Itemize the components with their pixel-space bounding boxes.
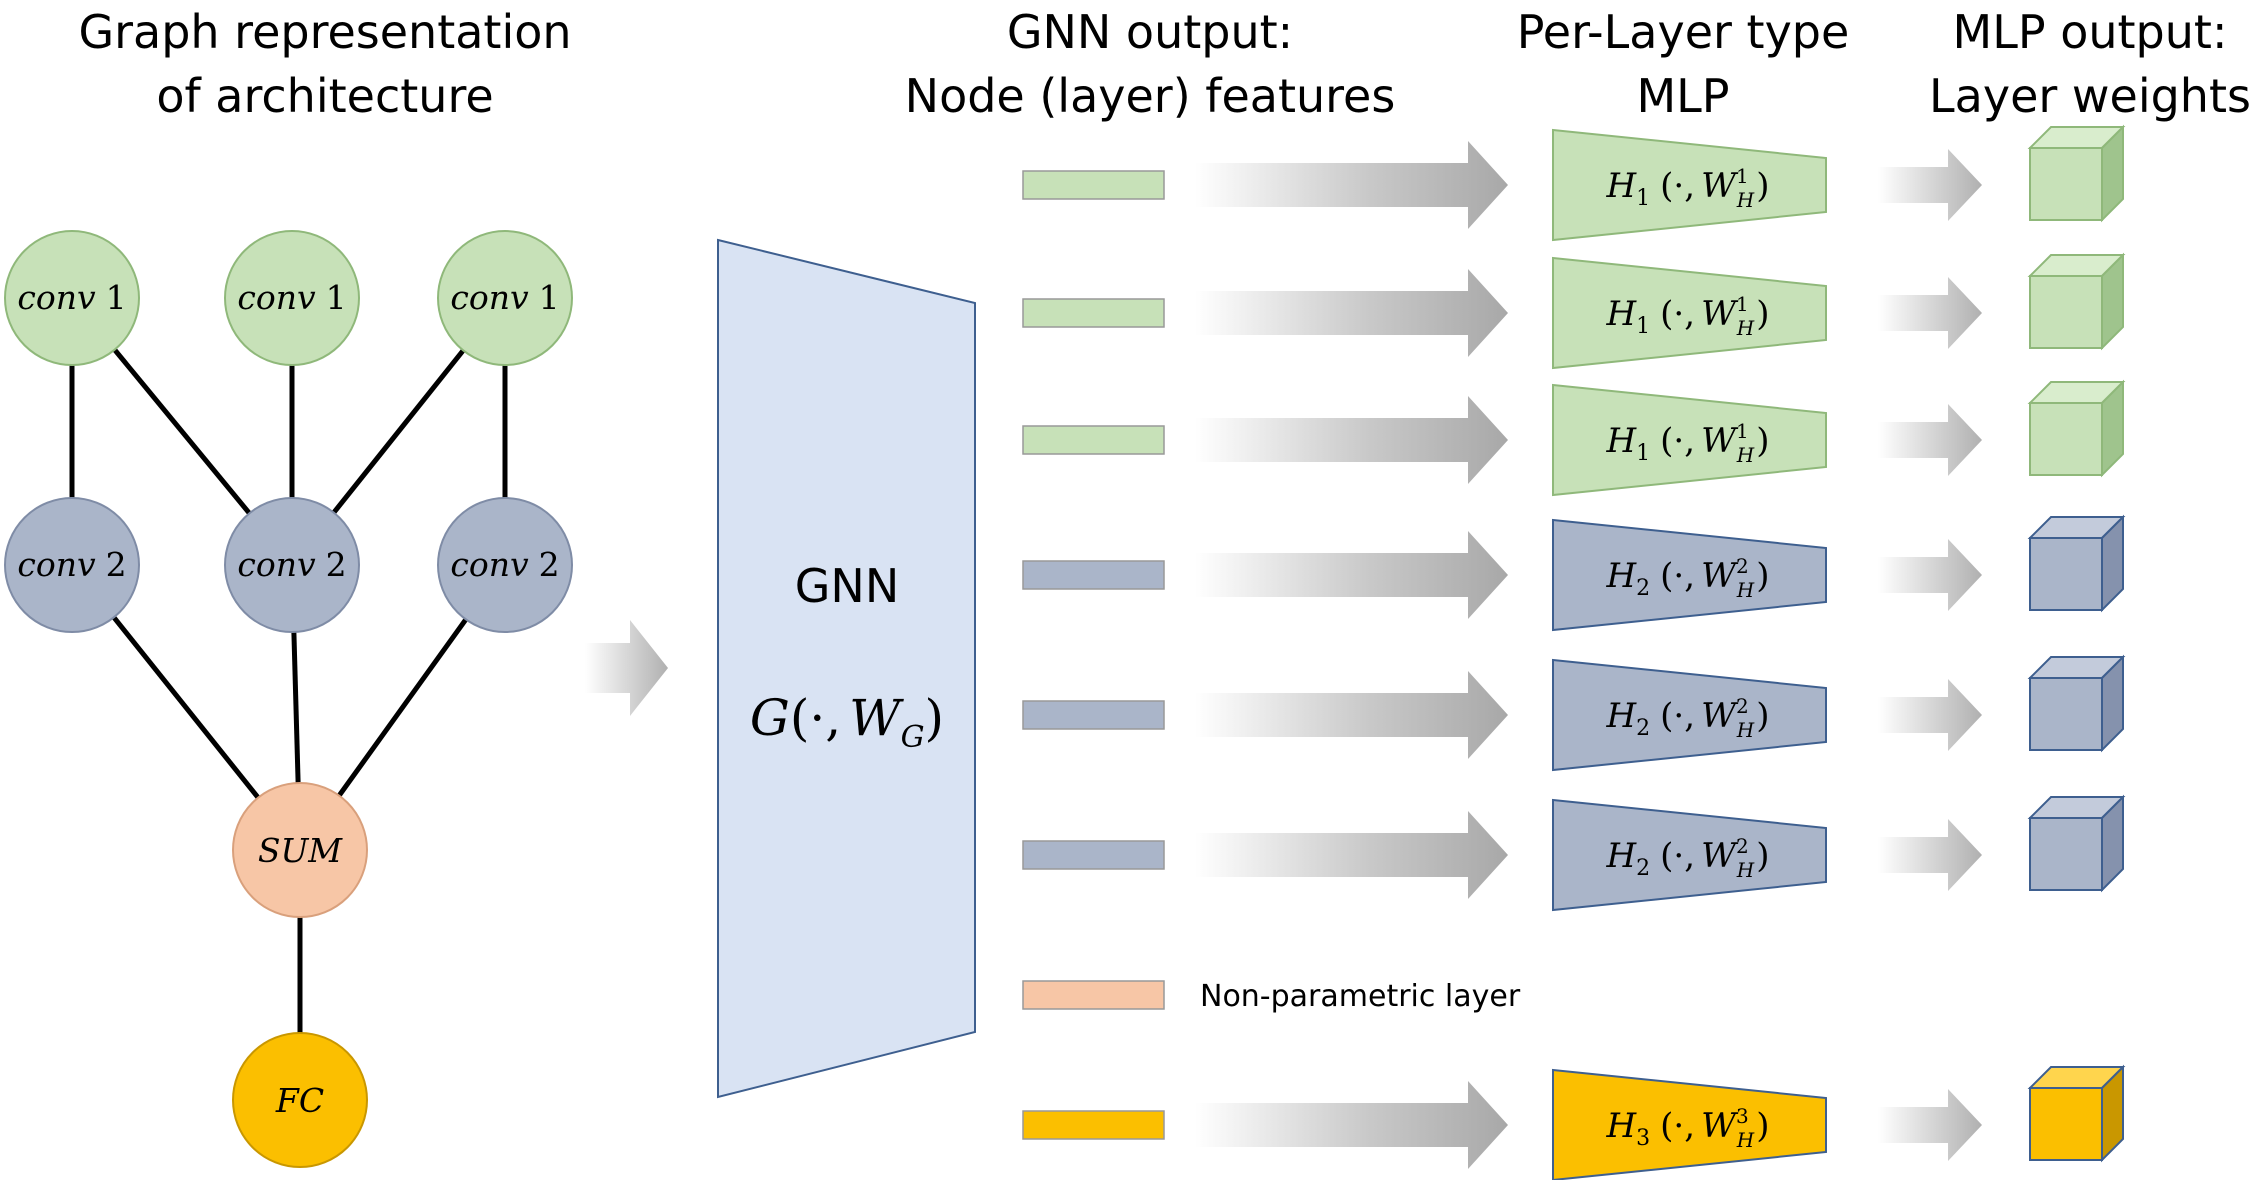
layer-weights-cube-icon [2027, 124, 2126, 223]
arrow-to-mlp [1195, 531, 1508, 619]
node-feature-bar [1022, 298, 1165, 328]
header-graph-line1: Graph representation [78, 5, 571, 59]
arrow-to-mlp [1195, 396, 1508, 484]
mlp-block [1552, 256, 1827, 370]
mlp-block [1552, 383, 1827, 497]
graph-node-conv1-c: conv 1 [437, 230, 573, 366]
graph-node-sum: SUM [232, 782, 368, 918]
layer-weights-cube-icon [2027, 514, 2126, 613]
gnn-title: GNN [795, 559, 899, 613]
header-weights-line2: Layer weights [1929, 69, 2249, 123]
arrow-to-weights [1878, 277, 1982, 349]
conv1-b-num: 1 [326, 278, 347, 317]
conv1-a-num: 1 [106, 278, 127, 317]
header-mlp-line2: MLP [1636, 69, 1729, 123]
node-feature-bar [1022, 840, 1165, 870]
node-feature-bar [1022, 700, 1165, 730]
mlp-block [1552, 128, 1827, 242]
conv1-c-label: conv [450, 278, 529, 317]
layer-weights-cube-icon [2027, 379, 2126, 478]
gnn-block [717, 238, 976, 1099]
conv1-a-label: conv [17, 278, 96, 317]
mlp-block [1552, 798, 1827, 912]
arrow-to-mlp [1195, 811, 1508, 899]
conv1-c-num: 1 [539, 278, 560, 317]
arrow-to-mlp [1195, 141, 1508, 229]
header-gnn-line2: Node (layer) features [905, 69, 1396, 123]
node-feature-bar [1022, 560, 1165, 590]
layer-weights-cube-icon [2027, 252, 2126, 351]
layer-weights-cube-icon [2027, 1064, 2126, 1163]
mlp-block [1552, 658, 1827, 772]
non-parametric-label: Non-parametric layer [1200, 979, 1521, 1014]
arrow-to-weights [1878, 1089, 1982, 1161]
arrow-to-mlp [1195, 1081, 1508, 1169]
gnn-formula: G(·,WG) [750, 689, 944, 755]
graph-node-conv2-c: conv 2 [437, 497, 573, 633]
arrow-to-weights [1878, 149, 1982, 221]
graph-edges [69, 296, 508, 1100]
fc-label: FC [275, 1081, 324, 1120]
conv2-c-label: conv [450, 545, 529, 584]
header-graph-line2: of architecture [156, 69, 493, 123]
node-feature-bar [1022, 170, 1165, 200]
layer-weights-cube-icon [2027, 794, 2126, 893]
header-mlp-line1: Per-Layer type [1517, 5, 1850, 59]
arrow-to-weights [1878, 539, 1982, 611]
mlp-block [1552, 518, 1827, 632]
non-parametric-feature [1022, 980, 1165, 1010]
conv2-b-num: 2 [326, 545, 347, 584]
conv2-b-label: conv [237, 545, 316, 584]
graph-node-fc: FC [232, 1032, 368, 1168]
graph-node-conv1-b: conv 1 [224, 230, 360, 366]
conv2-a-num: 2 [106, 545, 127, 584]
header-gnn-line1: GNN output: [1007, 5, 1293, 59]
node-feature-bar [1022, 425, 1165, 455]
conv2-c-num: 2 [539, 545, 560, 584]
graph-node-conv2-a: conv 2 [4, 497, 140, 633]
arrow-to-weights [1878, 679, 1982, 751]
arrow-to-mlp [1195, 671, 1508, 759]
arrow-to-weights [1878, 404, 1982, 476]
graph-node-conv2-b: conv 2 [224, 497, 360, 633]
sum-label: SUM [258, 831, 343, 870]
arrow-graph-to-gnn [585, 620, 668, 716]
arrow-to-mlp [1195, 269, 1508, 357]
graph-node-conv1-a: conv 1 [4, 230, 140, 366]
node-feature-bar [1022, 1110, 1165, 1140]
arrow-to-weights [1878, 819, 1982, 891]
layer-weights-cube-icon [2027, 654, 2126, 753]
conv1-b-label: conv [237, 278, 316, 317]
conv2-a-label: conv [17, 545, 96, 584]
mlp-block [1552, 1068, 1827, 1180]
header-weights-line1: MLP output: [1953, 5, 2228, 59]
